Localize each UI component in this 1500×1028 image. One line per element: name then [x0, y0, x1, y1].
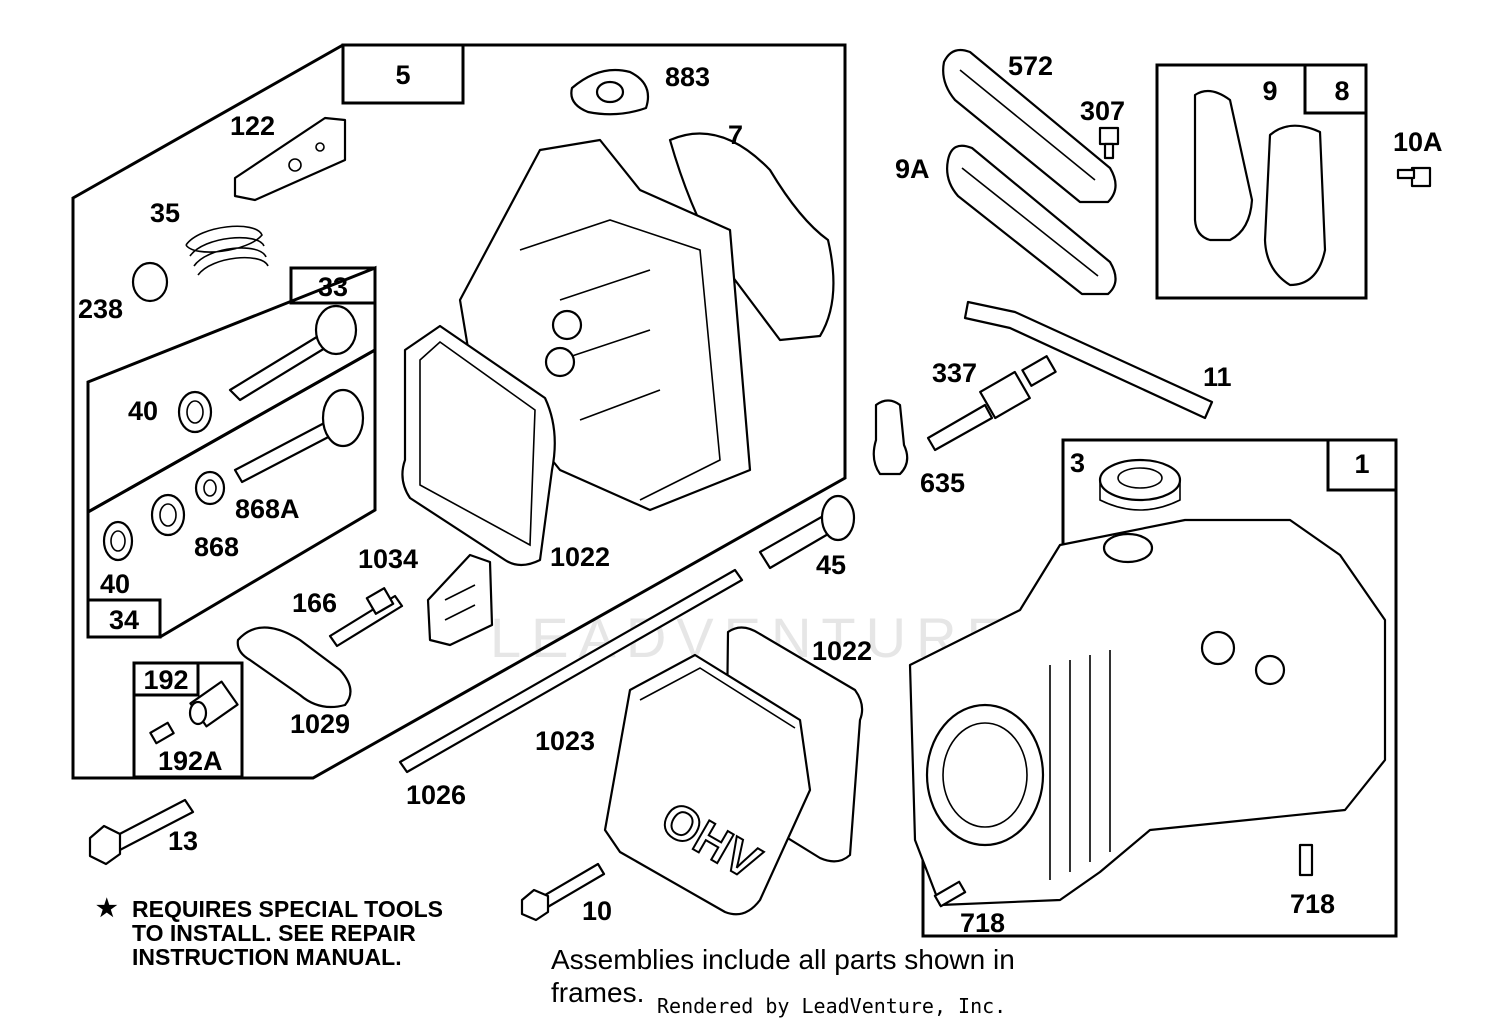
label-11: 11	[1203, 362, 1232, 392]
label-718b: 718	[1290, 889, 1335, 919]
note-line-2: TO INSTALL. SEE REPAIR	[132, 920, 416, 946]
label-883: 883	[665, 62, 710, 92]
pushrod-45	[758, 494, 856, 570]
valve-cover-1023: OHV	[603, 653, 812, 916]
label-13: 13	[168, 826, 198, 856]
label-718a: 718	[960, 908, 1005, 938]
rendered-by-credit: Rendered by LeadVenture, Inc.	[657, 994, 1007, 1018]
retainer-40a	[177, 390, 213, 434]
label-10A: 10A	[1393, 127, 1443, 157]
frame-1-label: 1	[1354, 449, 1369, 479]
label-7: 7	[728, 120, 743, 150]
bolt-10	[520, 862, 606, 922]
spark-plug-337	[926, 355, 1057, 452]
label-1029: 1029	[290, 709, 350, 739]
label-45: 45	[816, 550, 846, 580]
retainer-40b	[102, 520, 134, 562]
seal-3	[1098, 458, 1182, 511]
frame-9-label: 9	[1262, 76, 1277, 106]
frame-1: 1	[921, 438, 1398, 938]
cover-8	[1263, 124, 1327, 287]
special-tools-note: ★ REQUIRES SPECIAL TOOLS TO INSTALL. SEE…	[96, 895, 443, 970]
spring-35	[185, 225, 269, 276]
fitting-192	[188, 680, 239, 728]
label-192A: 192A	[158, 746, 223, 776]
frame-192: 192	[132, 661, 244, 779]
note-line-3: INSTRUCTION MANUAL.	[132, 944, 402, 970]
label-868A: 868A	[235, 494, 300, 524]
dowel-718b	[1298, 843, 1314, 877]
stud-166	[328, 587, 404, 648]
frame-5-label: 5	[395, 60, 410, 90]
assemblies-note: Assemblies include all parts shown in fr…	[551, 943, 1015, 1009]
spacer-122	[233, 116, 347, 202]
label-166: 166	[292, 588, 337, 618]
cylinder-block-1	[908, 518, 1387, 907]
label-1022a: 1022	[550, 542, 610, 572]
screw-192A	[149, 721, 175, 745]
frame-34-label: 34	[109, 605, 139, 635]
label-40a: 40	[128, 396, 158, 426]
washer-868A	[194, 470, 226, 506]
cap-238	[131, 261, 169, 303]
label-9A: 9A	[895, 154, 930, 184]
label-1023: 1023	[535, 726, 595, 756]
screw-307	[1098, 126, 1120, 160]
frame-33-label: 33	[318, 272, 348, 302]
label-1034: 1034	[358, 544, 418, 574]
label-122: 122	[230, 111, 275, 141]
assemblies-line-1: Assemblies include all parts shown in	[551, 944, 1015, 975]
gasket-9A	[946, 144, 1117, 296]
tube-11	[963, 300, 1214, 420]
label-868: 868	[194, 532, 239, 562]
star-icon: ★	[96, 895, 118, 922]
label-40b: 40	[100, 569, 130, 599]
label-1022b: 1022	[812, 636, 872, 666]
frame-8-label: 8	[1334, 76, 1349, 106]
valve-exhaust	[233, 388, 365, 484]
label-572: 572	[1008, 51, 1053, 81]
note-line-1: REQUIRES SPECIAL TOOLS	[132, 896, 443, 922]
frame-34: 34	[86, 347, 377, 639]
frame-5: 5	[71, 43, 847, 780]
label-337: 337	[932, 358, 977, 388]
label-635: 635	[920, 468, 965, 498]
gasket-1022a	[401, 324, 556, 567]
dowel-718a	[933, 880, 967, 908]
assemblies-line-2: frames.	[551, 977, 645, 1008]
gasket-572	[942, 48, 1117, 204]
boot-635	[872, 399, 909, 476]
label-307: 307	[1080, 96, 1125, 126]
plate-1034	[426, 553, 494, 647]
label-35: 35	[150, 198, 180, 228]
label-238: 238	[78, 294, 123, 324]
gasket-9	[1193, 89, 1254, 242]
screw-10A	[1396, 166, 1432, 188]
valve-intake	[228, 304, 358, 402]
bolt-13	[88, 798, 195, 866]
label-1026: 1026	[406, 780, 466, 810]
seal-868	[150, 493, 186, 537]
pushrod-1026	[398, 568, 744, 774]
frame-9-8: 8 9	[1155, 63, 1368, 300]
gasket-883	[570, 68, 650, 116]
label-10: 10	[582, 896, 612, 926]
label-3: 3	[1070, 448, 1085, 478]
frame-192-label: 192	[143, 665, 188, 695]
rocker-arm-1029	[236, 626, 352, 709]
